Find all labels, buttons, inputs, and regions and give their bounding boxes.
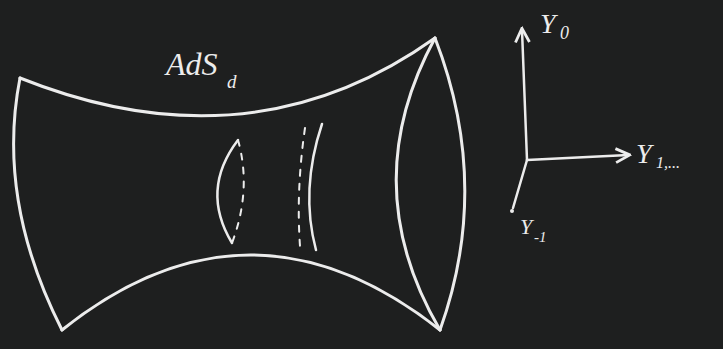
diagram-title-text: AdS xyxy=(166,48,218,80)
subscript: d xyxy=(227,72,237,91)
axis-end-dot xyxy=(510,209,514,213)
axis-y-1 xyxy=(513,160,527,208)
subscript: -1 xyxy=(534,230,547,245)
axis-label: Y xyxy=(636,140,652,168)
axis-label: Y xyxy=(540,10,556,38)
bottom-edge xyxy=(62,255,440,330)
right-ellipse-front xyxy=(396,38,440,330)
right-ellipse-back xyxy=(435,38,465,330)
axis-y0 xyxy=(522,30,527,160)
section-back xyxy=(232,140,244,243)
axis-label: Y xyxy=(520,216,532,238)
top-edge xyxy=(20,38,435,116)
section-front xyxy=(217,140,238,243)
subscript: 0 xyxy=(560,24,569,42)
left-edge xyxy=(14,78,62,330)
subscript: 1,... xyxy=(656,155,680,171)
axis-y1 xyxy=(527,155,628,160)
section-back xyxy=(299,128,305,246)
section-front xyxy=(309,124,322,250)
